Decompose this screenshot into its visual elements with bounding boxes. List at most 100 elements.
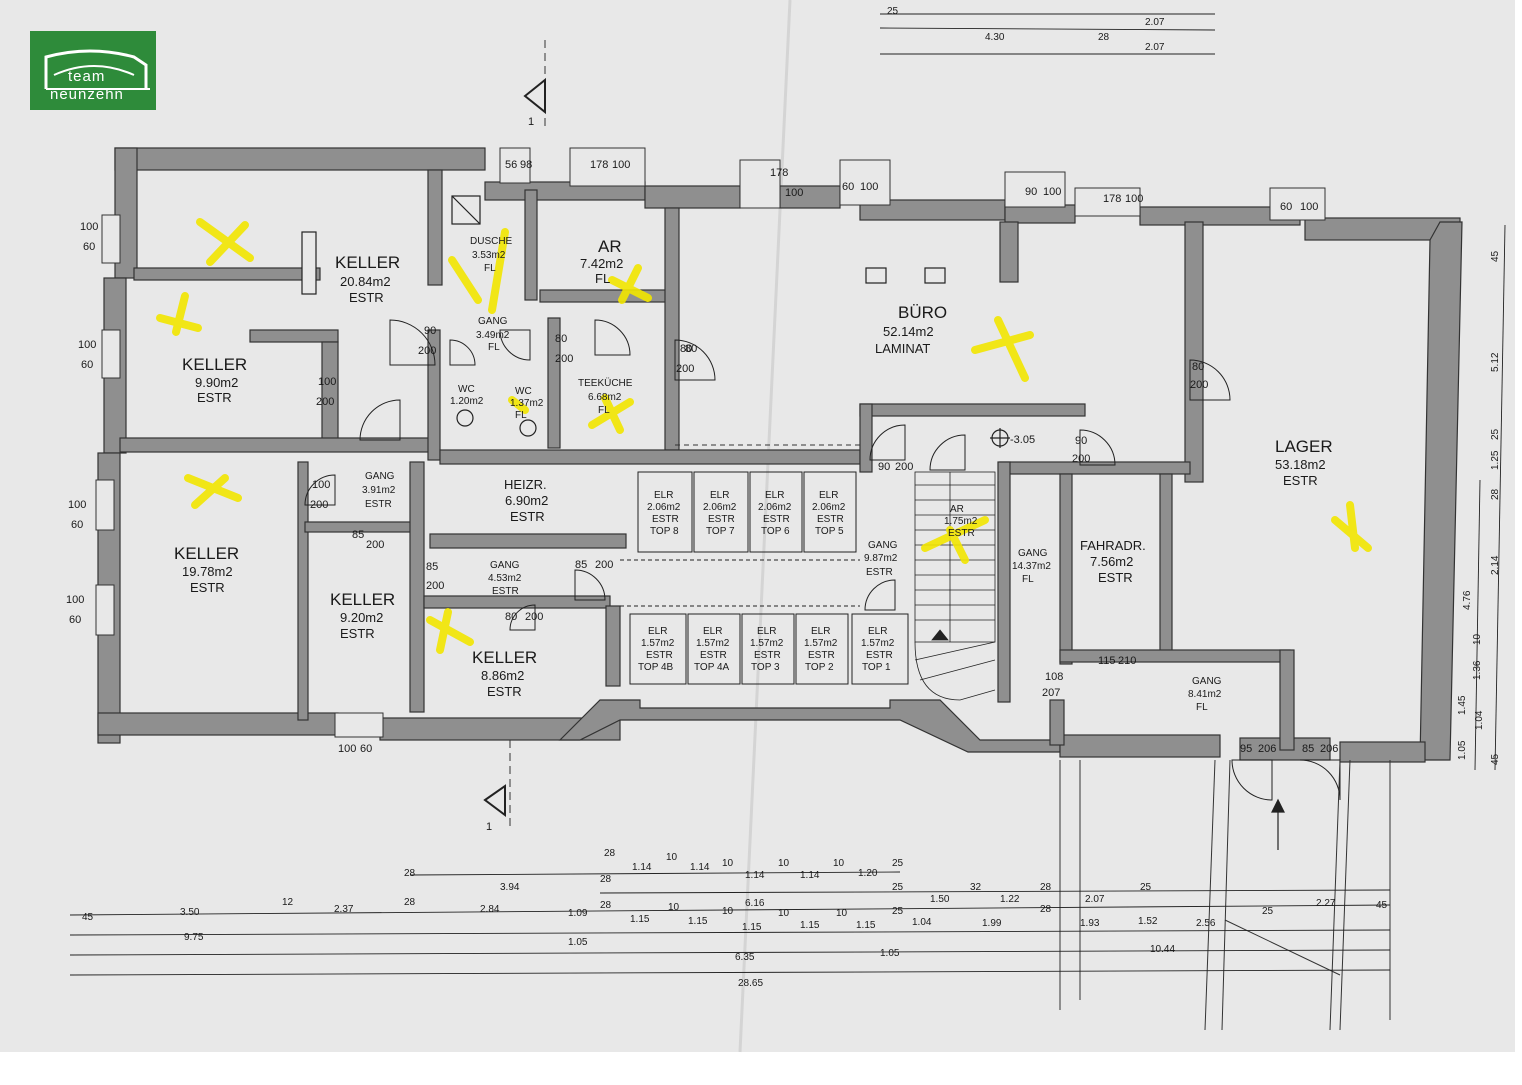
- bottom-dims-row4: 9.75 1.05 6.35 1.05 10.44: [184, 932, 1175, 963]
- keller2-area: 9.90m2: [195, 375, 238, 390]
- opening-height: 200: [1190, 379, 1208, 391]
- dim-bottom: 10: [722, 906, 734, 917]
- opening-height: 60: [81, 359, 93, 371]
- opening-height: 100: [612, 159, 630, 171]
- opening-width: 80: [685, 343, 697, 355]
- section-number: 1: [528, 116, 534, 128]
- opening-height: 200: [426, 580, 444, 592]
- opening-height: 200: [418, 345, 436, 357]
- wc2-name: WC: [515, 386, 532, 397]
- section-markers: [483, 77, 546, 817]
- dim-bottom: 10: [722, 858, 734, 869]
- elr-top-area: 2.06m2: [703, 502, 737, 513]
- gang6-floor: FL: [1196, 702, 1208, 713]
- dim-bottom: 1.15: [688, 916, 708, 927]
- dim-top: 2.07: [1145, 42, 1165, 53]
- opening-width: 115: [1098, 655, 1116, 667]
- gang4-floor: ESTR: [866, 567, 893, 578]
- heizr-floor: ESTR: [510, 509, 545, 524]
- lager-name: LAGER: [1275, 437, 1333, 456]
- dim-right: 1.25: [1490, 450, 1501, 470]
- keller5-floor: ESTR: [487, 684, 522, 699]
- elr-top-area: 2.06m2: [812, 502, 846, 513]
- elr-top-labels: ELR 2.06m2 ESTR TOP 8 ELR 2.06m2 ESTR TO…: [647, 490, 846, 537]
- elr-bottom-name: ELR: [757, 626, 776, 637]
- elr-bottom-name: ELR: [868, 626, 887, 637]
- dusche-name: DUSCHE: [470, 236, 513, 247]
- elr-top-name: ELR: [654, 490, 673, 501]
- buero-name: BÜRO: [898, 303, 947, 322]
- opening-height: 200: [525, 611, 543, 623]
- paper-fold: [738, 0, 792, 1053]
- logo-text-neunzehn: neunzehn: [50, 86, 124, 103]
- opening-width: 85: [575, 559, 587, 571]
- gang5-floor: FL: [1022, 574, 1034, 585]
- opening-height: 100: [860, 181, 878, 193]
- heizr-name: HEIZR.: [504, 477, 547, 492]
- opening-width: 100: [68, 499, 86, 511]
- dim-bottom: 1.99: [982, 918, 1002, 929]
- dim-bottom: 28: [600, 900, 612, 911]
- level-marker: -3.05: [1010, 434, 1035, 446]
- room-labels: KELLER 20.84m2 ESTR KELLER 9.90m2 ESTR K…: [174, 236, 1333, 713]
- dim-bottom: 25: [892, 906, 904, 917]
- gang6-name: GANG: [1192, 676, 1222, 687]
- gang1-floor: FL: [488, 342, 500, 353]
- keller4-area: 9.20m2: [340, 610, 383, 625]
- dusche-floor: FL: [484, 263, 496, 274]
- elr-bottom-area: 1.57m2: [641, 638, 675, 649]
- opening-width: 90: [1025, 186, 1037, 198]
- ar1-name: AR: [598, 237, 622, 256]
- elr-bottom-floor: ESTR: [866, 650, 893, 661]
- keller2-floor: ESTR: [197, 390, 232, 405]
- opening-height: 60: [69, 614, 81, 626]
- fahrad-area: 7.56m2: [1090, 554, 1133, 569]
- lager-area: 53.18m2: [1275, 457, 1326, 472]
- elr-top-name: ELR: [819, 490, 838, 501]
- gang1-name: GANG: [478, 316, 508, 327]
- teekueche-name: TEEKÜCHE: [578, 377, 633, 389]
- elr-bottom-id: TOP 4A: [694, 662, 730, 673]
- dim-bottom: 2.84: [480, 904, 500, 915]
- dim-bottom: 32: [970, 882, 982, 893]
- elr-bottom-floor: ESTR: [754, 650, 781, 661]
- outside-lines: [509, 40, 1391, 1031]
- dim-bottom: 12: [282, 897, 294, 908]
- opening-height: 200: [366, 539, 384, 551]
- opening-height: 206: [1320, 743, 1338, 755]
- dim-bottom: 1.52: [1138, 916, 1158, 927]
- logo-roof-icon: [44, 49, 150, 90]
- bottom-dims-row3: 45 3.50 12 2.37 28 2.84 1.09 28 1.15 10 …: [82, 897, 1388, 933]
- dim-bottom: 28: [1040, 882, 1052, 893]
- bottom-dims-row5: 28.65: [738, 978, 763, 989]
- gang2-area: 3.91m2: [362, 485, 396, 496]
- logo-text-team: team: [68, 68, 106, 85]
- opening-width: 90: [878, 461, 890, 473]
- elr-top-id: TOP 5: [815, 526, 844, 537]
- dim-bottom: 28: [404, 868, 416, 879]
- opening-height: 200: [895, 461, 913, 473]
- dim-bottom: 10: [778, 908, 790, 919]
- opening-height: 210: [1118, 655, 1136, 667]
- dim-bottom: 10: [666, 852, 678, 863]
- keller3-floor: ESTR: [190, 580, 225, 595]
- opening-height: 100: [1300, 201, 1318, 213]
- opening-height: 100: [1125, 193, 1143, 205]
- elr-bottom-id: TOP 2: [805, 662, 834, 673]
- opening-height: 200: [676, 363, 694, 375]
- opening-height: 100: [1043, 186, 1061, 198]
- dim-bottom: 1.09: [568, 908, 588, 919]
- opening-height: 100: [785, 187, 803, 199]
- team-neunzehn-logo: team neunzehn: [30, 31, 156, 110]
- dim-bottom: 45: [82, 912, 94, 923]
- dim-bottom: 10: [778, 858, 790, 869]
- buero-floor: LAMINAT: [875, 341, 930, 356]
- dim-right: 1.05: [1457, 740, 1468, 760]
- dim-bottom: 25: [892, 858, 904, 869]
- wc1-name: WC: [458, 384, 475, 395]
- elr-bottom-name: ELR: [811, 626, 830, 637]
- keller4-name: KELLER: [330, 590, 395, 609]
- elr-top-name: ELR: [765, 490, 784, 501]
- opening-width: 80: [680, 343, 692, 355]
